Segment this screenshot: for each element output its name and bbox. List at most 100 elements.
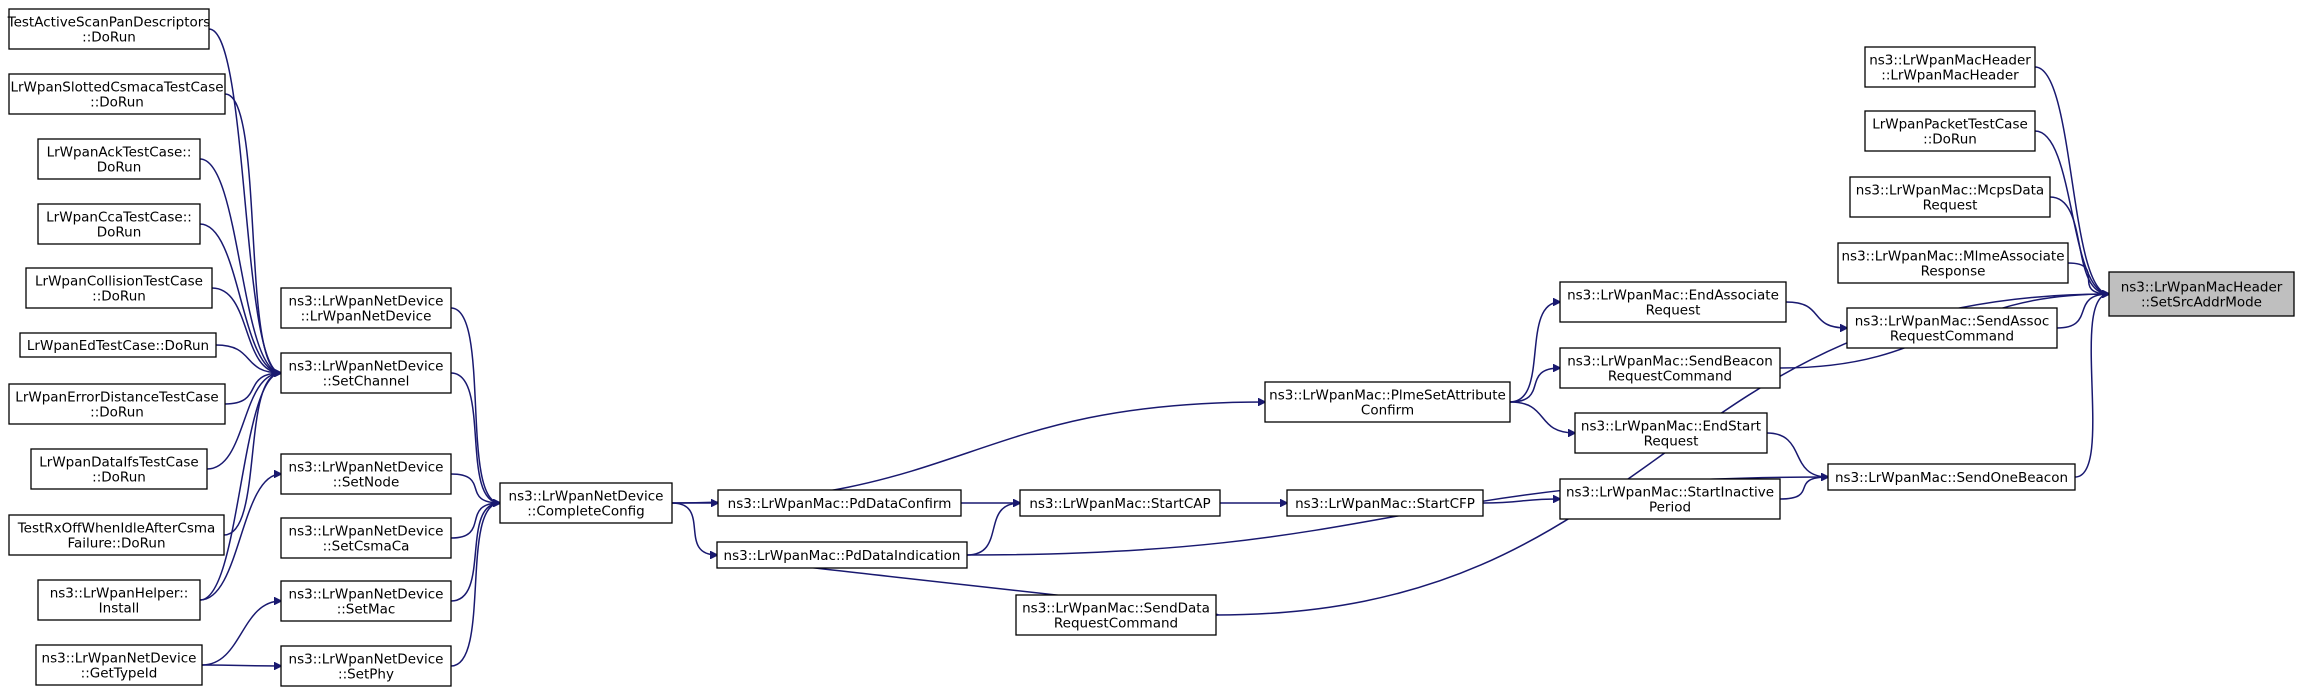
graph-node-ns3-lrwpannetdevice-completeconfig[interactable]: ns3::LrWpanNetDevice::CompleteConfig (499, 482, 673, 524)
node-label-line: LrWpanErrorDistanceTestCase (15, 390, 218, 406)
call-edge-n18-to-n17 (450, 307, 500, 503)
node-label-line: ns3::LrWpanMacHeader (2121, 280, 2283, 296)
graph-node-lrwpanacktestcase-dorun[interactable]: LrWpanAckTestCase::DoRun (37, 138, 201, 180)
node-box (8, 514, 225, 556)
graph-node-ns3-lrwpanmac-pddataindication[interactable]: ns3::LrWpanMac::PdDataIndication (716, 541, 968, 569)
node-box (499, 482, 673, 524)
node-label-line: LrWpanAckTestCase:: (47, 145, 192, 161)
node-box (1559, 281, 1787, 323)
node-label-line: Request (1646, 303, 1701, 319)
node-box (1849, 176, 2051, 218)
node-label-line: ::LrWpanMacHeader (1881, 68, 2019, 84)
graph-node-ns3-lrwpannetdevice-setcsmaca[interactable]: ns3::LrWpanNetDevice::SetCsmaCa (280, 517, 452, 559)
graph-node-lrwpanedtestcase-dorun[interactable]: LrWpanEdTestCase::DoRun (19, 332, 217, 358)
node-label-line: Confirm (1361, 403, 1414, 419)
node-label-line: ns3::LrWpanNetDevice (289, 359, 444, 375)
node-box (1864, 110, 2036, 152)
call-edge-n6-to-n5 (1785, 301, 1847, 328)
node-label-line: ns3::LrWpanNetDevice (289, 460, 444, 476)
graph-node-ns3-lrwpanmacheader-setsrcaddrmode[interactable]: ns3::LrWpanMacHeader::SetSrcAddrMode (2108, 271, 2295, 317)
node-label-line: ns3::LrWpanMac::StartCAP (1029, 496, 1210, 512)
node-label-line: ns3::LrWpanMac::SendBeacon (1567, 354, 1773, 370)
call-edge-n5-to-n0 (2056, 294, 2109, 329)
node-box (1286, 489, 1484, 517)
node-label-line: LrWpanDataIfsTestCase (39, 455, 198, 471)
node-label-line: LrWpanSlottedCsmacaTestCase (10, 80, 223, 96)
graph-node-lrwpanerrordistancetestcase-dorun[interactable]: LrWpanErrorDistanceTestCase::DoRun (8, 383, 226, 425)
node-label-line: ns3::LrWpanHelper:: (50, 586, 189, 602)
call-edge-n28-to-n19 (211, 287, 281, 373)
graph-node-ns3-lrwpannetdevice-lrwpannetdevice[interactable]: ns3::LrWpanNetDevice::LrWpanNetDevice (280, 287, 452, 329)
call-edge-n29-to-n19 (215, 344, 281, 373)
call-edge-n11-to-n10 (1779, 477, 1828, 500)
call-edge-n2-to-n0 (2034, 130, 2109, 294)
graph-node-ns3-lrwpannetdevice-gettypeid[interactable]: ns3::LrWpanNetDevice::GetTypeId (35, 644, 203, 686)
node-box (25, 267, 213, 309)
call-edge-n12-to-n11 (1482, 499, 1560, 504)
graph-node-lrwpandataifstestcase-dorun[interactable]: LrWpanDataIfsTestCase::DoRun (30, 448, 208, 490)
node-label-line: Period (1649, 500, 1691, 516)
node-box (8, 8, 210, 50)
node-label-line: Install (99, 601, 140, 617)
node-box (1019, 489, 1221, 517)
graph-node-ns3-lrwpanmac-startcap[interactable]: ns3::LrWpanMac::StartCAP (1019, 489, 1221, 517)
graph-node-lrwpancollisiontestcase-dorun[interactable]: LrWpanCollisionTestCase::DoRun (25, 267, 213, 309)
call-edge-n34-to-n23 (201, 665, 281, 666)
node-box (8, 73, 226, 115)
node-box (8, 383, 226, 425)
graph-node-ns3-lrwpannetdevice-setnode[interactable]: ns3::LrWpanNetDevice::SetNode (280, 453, 452, 495)
node-box (1846, 307, 2058, 349)
node-label-line: RequestCommand (1890, 329, 2014, 345)
graph-node-ns3-lrwpanmac-sendonebeacon[interactable]: ns3::LrWpanMac::SendOneBeacon (1827, 463, 2076, 491)
node-label-line: Request (1923, 198, 1978, 214)
graph-node-ns3-lrwpannetdevice-setphy[interactable]: ns3::LrWpanNetDevice::SetPhy (280, 645, 452, 687)
call-edge-n17-to-n8 (671, 402, 1265, 504)
graph-node-ns3-lrwpanhelper-install[interactable]: ns3::LrWpanHelper::Install (37, 579, 201, 621)
call-edge-n17-to-n15 (671, 502, 717, 555)
graph-node-lrwpanpackettestcase-dorun[interactable]: LrWpanPacketTestCase::DoRun (1864, 110, 2036, 152)
node-label-line: ::SetMac (337, 602, 396, 618)
node-label-line: ::DoRun (1923, 132, 1977, 148)
graph-node-ns3-lrwpannetdevice-setmac[interactable]: ns3::LrWpanNetDevice::SetMac (280, 580, 452, 622)
graph-node-ns3-lrwpanmacheader-lrwpanmacheader[interactable]: ns3::LrWpanMacHeader::LrWpanMacHeader (1864, 46, 2036, 88)
call-edge-n26-to-n19 (199, 158, 281, 373)
node-label-line: ns3::LrWpanMac::SendAssoc (1855, 314, 2050, 330)
graph-node-ns3-lrwpanmac-pddataconfirm[interactable]: ns3::LrWpanMac::PdDataConfirm (717, 489, 962, 517)
graph-node-ns3-lrwpannetdevice-setchannel[interactable]: ns3::LrWpanNetDevice::SetChannel (280, 352, 452, 394)
node-label-line: ns3::LrWpanMac::PlmeSetAttribute (1269, 388, 1506, 404)
node-label-line: LrWpanEdTestCase::DoRun (27, 338, 209, 354)
node-box (717, 489, 962, 517)
call-edge-n31-to-n19 (206, 373, 281, 470)
call-edge-n9-to-n10 (1766, 432, 1828, 477)
graph-node-lrwpanccatestcase-dorun[interactable]: LrWpanCcaTestCase::DoRun (37, 203, 201, 245)
node-box (1837, 242, 2069, 284)
node-label-line: ::SetPhy (338, 667, 394, 683)
node-label-line: ns3::LrWpanMac::SendData (1022, 601, 1210, 617)
node-label-line: ::DoRun (90, 95, 144, 111)
call-edge-n8-to-n6 (1509, 302, 1560, 403)
node-box (30, 448, 208, 490)
node-label-line: ns3::LrWpanNetDevice (289, 652, 444, 668)
node-box (1264, 381, 1511, 423)
call-edge-n20-to-n17 (450, 473, 500, 503)
node-label-line: ::DoRun (90, 405, 144, 421)
graph-node-testactivescanpandescriptors-dorun[interactable]: TestActiveScanPanDescriptors::DoRun (7, 8, 211, 50)
node-label-line: Response (1921, 264, 1986, 280)
graph-node-lrwpanslottedcsmacatestcase-dorun[interactable]: LrWpanSlottedCsmacaTestCase::DoRun (8, 73, 226, 115)
node-label-line: ns3::LrWpanMac::StartCFP (1295, 496, 1475, 512)
node-label-line: ns3::LrWpanNetDevice (509, 489, 664, 505)
node-box (35, 644, 203, 686)
node-label-line: LrWpanCcaTestCase:: (46, 210, 192, 226)
node-label-line: RequestCommand (1054, 616, 1178, 632)
graph-node-ns3-lrwpanmac-startcfp[interactable]: ns3::LrWpanMac::StartCFP (1286, 489, 1484, 517)
